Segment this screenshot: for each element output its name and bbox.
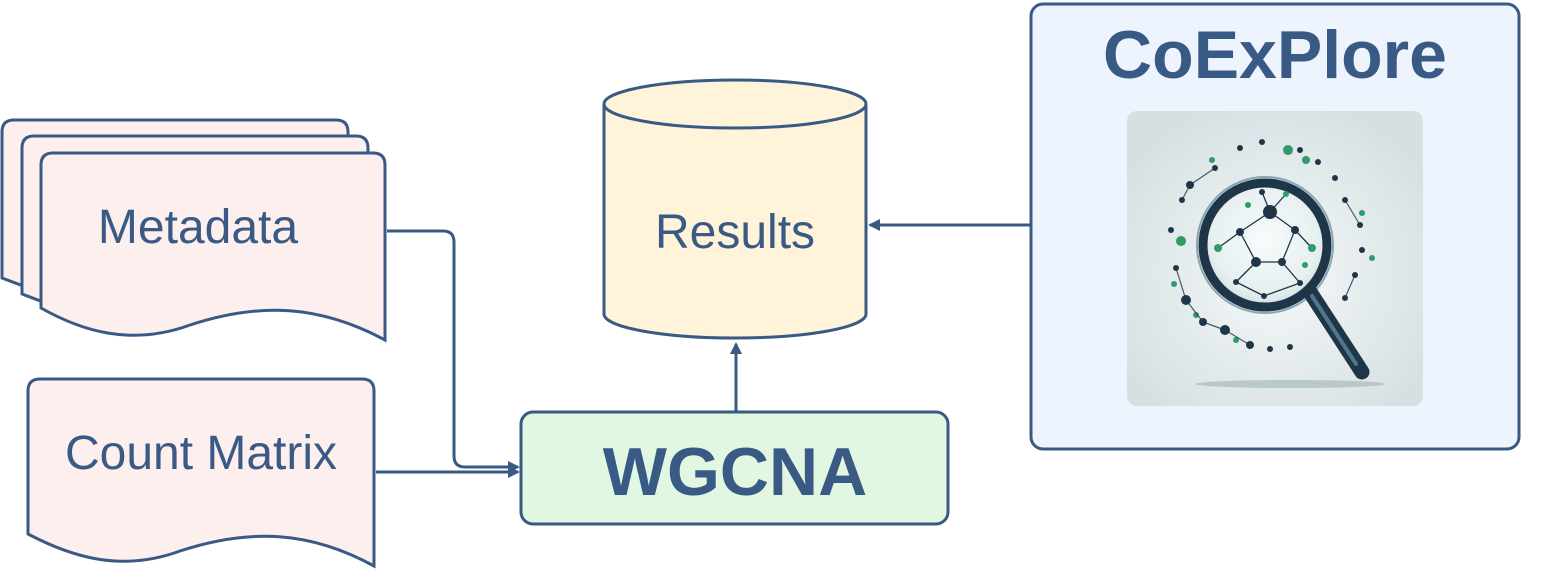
magnifier-lens: [1198, 178, 1332, 312]
count-matrix-document: [26, 377, 376, 569]
results-node: Results: [602, 78, 868, 340]
results-label: Results: [655, 206, 815, 259]
count-matrix-document-group: Count Matrix: [26, 377, 376, 569]
results-cylinder-body: [602, 104, 868, 340]
wgcna-box: [519, 410, 950, 526]
magnifier-network-icon: [1127, 111, 1423, 406]
metadata-document-stack: Metadata: [0, 118, 387, 343]
coexplore-node: CoExPlore: [1029, 2, 1521, 451]
edge-metadata-to-wgcna: [387, 229, 520, 473]
metadata-label: Metadata: [98, 201, 298, 254]
coexplore-title: CoExPlore: [1103, 17, 1447, 93]
count-matrix-label: Count Matrix: [65, 427, 337, 480]
metadata-document: [39, 151, 387, 343]
wgcna-label: WGCNA: [603, 434, 867, 510]
results-cylinder-top: [602, 78, 868, 130]
wgcna-node: WGCNA: [519, 410, 950, 526]
